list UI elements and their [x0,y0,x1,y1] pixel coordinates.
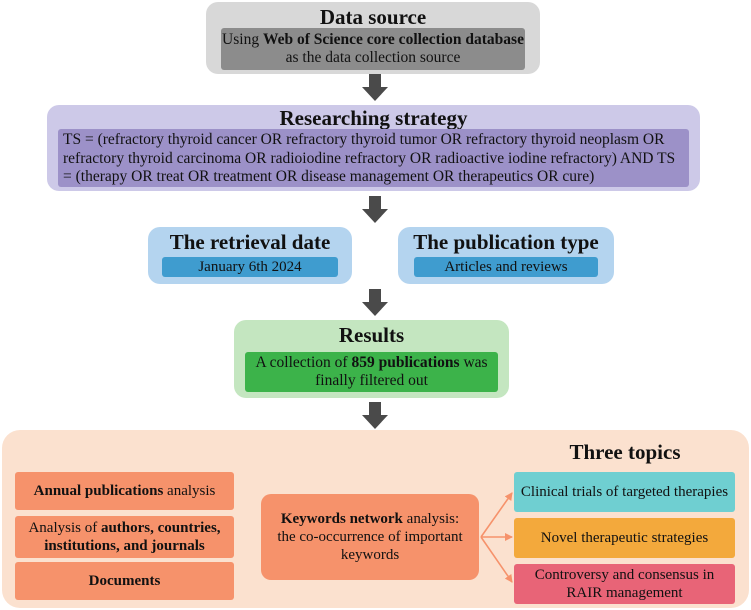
topic-controversy-line1: Controversy and consensus in [534,567,715,583]
authors-bold-1: authors, countries, [100,520,221,536]
authors-prefix: Analysis of [28,520,101,536]
pubtype-title: The publication type [413,230,599,254]
strategy-panel: Researching strategy TS = (refractory th… [47,105,700,191]
keywords-line2: the co-occurrence of important [277,529,463,545]
annual-publications-box: Annual publications analysis [15,472,234,510]
strategy-title: Researching strategy [279,106,468,130]
retrieval-panel: The retrieval date January 6th 2024 [148,227,352,284]
down-arrow-1 [362,74,388,101]
authors-analysis-box: Analysis of authors, countries, institut… [15,516,234,558]
data-source-box: Using Web of Science core collection dat… [221,28,525,70]
results-suffix: was [459,354,488,371]
data-source-title: Data source [319,5,427,29]
results-count: 859 publications [351,354,460,371]
strategy-box: TS = (refractory thyroid cancer OR refra… [58,129,689,187]
keywords-bold: Keywords network [280,511,403,527]
results-panel: Results A collection of 859 publications… [234,320,509,398]
annual-publications-rest: analysis [163,482,216,499]
data-source-panel: Data source Using Web of Science core co… [206,2,540,74]
data-source-text-suffix: as the data collection source [285,49,461,66]
retrieval-value-box: January 6th 2024 [162,257,338,277]
annual-publications-bold: Annual publications [33,482,164,499]
topic-clinical-trials-label: Clinical trials of targeted therapies [520,483,729,500]
pubtype-panel: The publication type Articles and review… [398,227,614,284]
results-title: Results [338,323,405,347]
branch-arrow-clinical [480,492,513,538]
authors-bold-2: institutions, and journals [44,538,205,554]
topic-controversy: Controversy and consensus in RAIR manage… [514,564,735,604]
topic-controversy-line2: RAIR management [566,585,683,601]
documents-box: Documents [15,562,234,600]
results-line2: finally filtered out [315,372,428,389]
three-topics-title: Three topics [569,440,681,464]
topic-novel-strategies-label: Novel therapeutic strategies [540,529,709,546]
topic-clinical-trials: Clinical trials of targeted therapies [514,472,735,512]
keywords-network-box: Keywords network analysis: the co-occurr… [261,494,479,580]
data-source-text-prefix: Using [222,31,263,48]
strategy-query: TS = (refractory thyroid cancer OR refra… [63,131,676,185]
results-prefix: A collection of [255,354,352,371]
down-arrow-2 [362,196,388,223]
data-source-database: Web of Science core collection database [262,31,524,48]
keywords-line3: keywords [340,547,400,563]
keywords-rest: analysis: [402,511,460,527]
documents-label: Documents [88,572,161,589]
pubtype-value-box: Articles and reviews [414,257,598,277]
down-arrow-4 [362,402,388,429]
topic-novel-strategies: Novel therapeutic strategies [514,518,735,558]
down-arrow-3 [362,289,388,316]
pubtype-value: Articles and reviews [444,258,568,275]
branch-arrow-controversy [480,536,513,583]
retrieval-value: January 6th 2024 [198,258,302,275]
results-box: A collection of 859 publications was fin… [245,352,498,392]
retrieval-title: The retrieval date [169,230,331,254]
